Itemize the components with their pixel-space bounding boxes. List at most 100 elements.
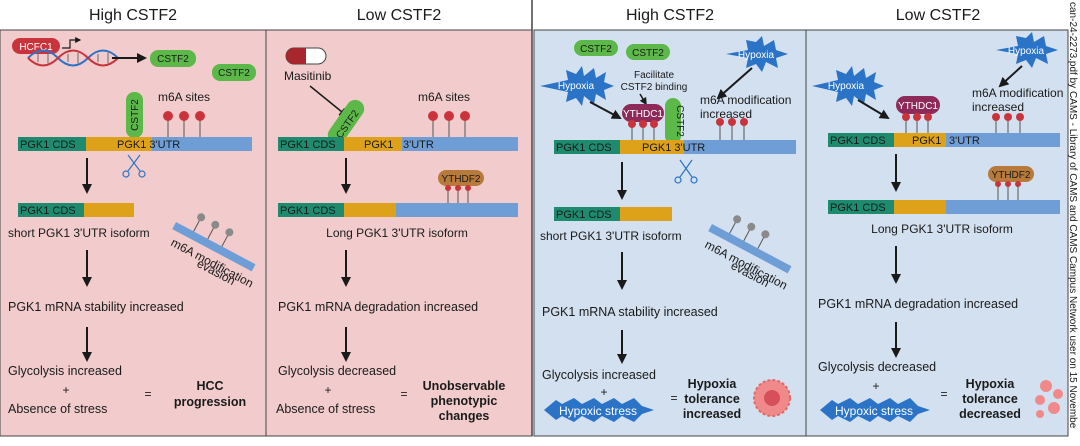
- degradation-label: PGK1 mRNA degradation increased: [278, 300, 478, 314]
- result-line-3-3: increased: [683, 407, 741, 421]
- m6a-mod-label-2: increased: [700, 107, 752, 121]
- cstf2-vertical-pill-3: [665, 98, 681, 144]
- pgk1-utr-label-2: PGK1: [364, 139, 393, 151]
- pgk1-cds-label-3: PGK1 CDS: [556, 142, 612, 154]
- header-left-bg: [0, 0, 532, 30]
- hypoxia-burst-3a-icon: [540, 66, 614, 106]
- glycolysis-label-4: Glycolysis decreased: [818, 360, 936, 374]
- promoter-arrow: [62, 37, 82, 49]
- short-isoform-label-3: short PGK1 3'UTR isoform: [540, 229, 682, 243]
- m6a-sites-label: m6A sites: [158, 90, 210, 104]
- cstf2-pill-3a: [574, 40, 618, 56]
- pgk1-cds-long-label-4: PGK1 CDS: [830, 202, 886, 214]
- pgk1-utr-long: [344, 203, 396, 217]
- equals-sign-3: =: [670, 391, 677, 405]
- pgk1-cds-short-3: [554, 207, 620, 221]
- cstf2-label-3b: CSTF2: [632, 48, 664, 59]
- equals-sign-2: =: [400, 387, 407, 401]
- cstf2-pill-a: [150, 50, 196, 67]
- pgk1-utr-long-tail: [396, 203, 518, 217]
- hypoxia-label-3b: Hypoxia: [738, 50, 775, 61]
- hypoxia-label-4a: Hypoxia: [828, 81, 865, 92]
- panel-title-3: High CSTF2: [626, 7, 714, 24]
- cstf2-vertical-pill: [126, 92, 143, 138]
- cstf2-pill-b: [212, 64, 256, 81]
- header-right-bg: [532, 0, 1080, 30]
- m6a-mod-label-4-1: m6A modification: [972, 86, 1063, 100]
- ythdc1-pill-3: [622, 104, 664, 122]
- pgk1-utr-tail-3: [684, 140, 796, 154]
- pgk1-utr-long-4: [894, 200, 946, 214]
- hypoxia-burst-3b-icon: [726, 36, 788, 72]
- hypoxia-burst-4b-icon: [996, 32, 1058, 68]
- panel-1: HCFC1 CSTF2 CSTF2 CSTF2 m6A sites PGK1 C…: [8, 37, 256, 416]
- facilitate-arrow: [639, 93, 647, 106]
- pgk1-utr-segment-3: [620, 140, 684, 154]
- panel-2: Masitinib CSTF2 m6A sites PGK1 CDS PGK1 …: [276, 47, 518, 423]
- degradation-label-4: PGK1 mRNA degradation increased: [818, 297, 1018, 311]
- tumor-cell-icon: [753, 379, 791, 417]
- pgk1-utr-label-2b: 3'UTR: [403, 139, 434, 151]
- result-line-3-2: tolerance: [684, 392, 740, 406]
- cstf2-label-b: CSTF2: [218, 68, 250, 79]
- stability-label: PGK1 mRNA stability increased: [8, 300, 184, 314]
- ythdf2-pill: [438, 170, 484, 186]
- hcfc1-label: HCFC1: [19, 42, 53, 53]
- masitinib-label: Masitinib: [284, 69, 332, 83]
- result-line-4-1: Hypoxia: [966, 377, 1016, 391]
- download-watermark: can-24-2273.pdf by CAMS - Library of CAM…: [1067, 2, 1078, 429]
- m6a-mod-label-1: m6A modification: [700, 93, 791, 107]
- scissors-icon-3: [674, 159, 698, 184]
- pgk1-cds-segment-4: [828, 133, 894, 147]
- cstf2-pill-3b: [626, 44, 670, 60]
- hypoxic-stress-label: Hypoxic stress: [559, 404, 637, 418]
- panel-bg-2: [265, 29, 533, 437]
- pgk1-utr-tail: [152, 137, 252, 151]
- ythdf2-pill-4: [988, 166, 1034, 182]
- cstf2-vertical-label: CSTF2: [130, 99, 141, 131]
- pgk1-cds-short-label-3: PGK1 CDS: [556, 209, 612, 221]
- plus-sign-2: +: [324, 383, 331, 397]
- pgk1-utr-label-4b: 3'UTR: [949, 135, 980, 147]
- hcfc1-pill: [12, 38, 60, 54]
- hypoxia-label-4b: Hypoxia: [1008, 46, 1045, 57]
- panel-4: Hypoxia Hypoxia m6A modification increas…: [812, 32, 1063, 422]
- hypoxic-stress-burst-4-icon: [820, 398, 930, 422]
- hypoxia-arrow-4b: [998, 65, 1023, 88]
- pgk1-utr-segment: [86, 137, 152, 151]
- fragmented-cell-icon: [1035, 380, 1063, 418]
- ythdf2-label: YTHDF2: [442, 174, 481, 185]
- facilitate-label-1: Facilitate: [634, 70, 674, 81]
- cstf2-label-3a: CSTF2: [580, 44, 612, 55]
- panel-title-2: Low CSTF2: [357, 7, 442, 24]
- pgk1-utr-segment-2: [344, 137, 402, 151]
- plus-sign-4: +: [872, 379, 879, 393]
- panel-title-4: Low CSTF2: [896, 7, 981, 24]
- inhibition-line: [309, 85, 346, 117]
- pgk1-utr-long-tail-4: [946, 200, 1060, 214]
- hypoxic-stress-label-4: Hypoxic stress: [835, 404, 913, 418]
- m6a-pins-3b: [716, 118, 748, 140]
- scissors-icon: [122, 154, 146, 178]
- glycolysis-label-2: Glycolysis decreased: [278, 364, 396, 378]
- masitinib-capsule-icon: [285, 47, 327, 65]
- pgk1-utr-short: [84, 203, 134, 217]
- pgk1-cds-label-2: PGK1 CDS: [280, 139, 336, 151]
- short-isoform-label: short PGK1 3'UTR isoform: [8, 226, 150, 240]
- stability-label-3: PGK1 mRNA stability increased: [542, 305, 718, 319]
- pgk1-cds-label: PGK1 CDS: [20, 139, 76, 151]
- stress-label-2: Absence of stress: [276, 402, 375, 416]
- hypoxia-arrow-3b: [716, 67, 753, 100]
- pgk1-utr-segment-4: [894, 133, 946, 147]
- evasion-strand-3: [708, 215, 792, 274]
- ythdf2-pins: [445, 185, 471, 203]
- facilitate-label-2: CSTF2 binding: [621, 82, 688, 93]
- ythdc1-label-4: YTHDC1: [898, 101, 938, 112]
- pgk1-cds-long-4: [828, 200, 894, 214]
- m6a-pins-4b: [992, 113, 1024, 133]
- dna-helix-icon: [27, 49, 119, 67]
- hypoxia-arrow-3a: [589, 101, 622, 119]
- m6a-pins-2: [428, 111, 470, 137]
